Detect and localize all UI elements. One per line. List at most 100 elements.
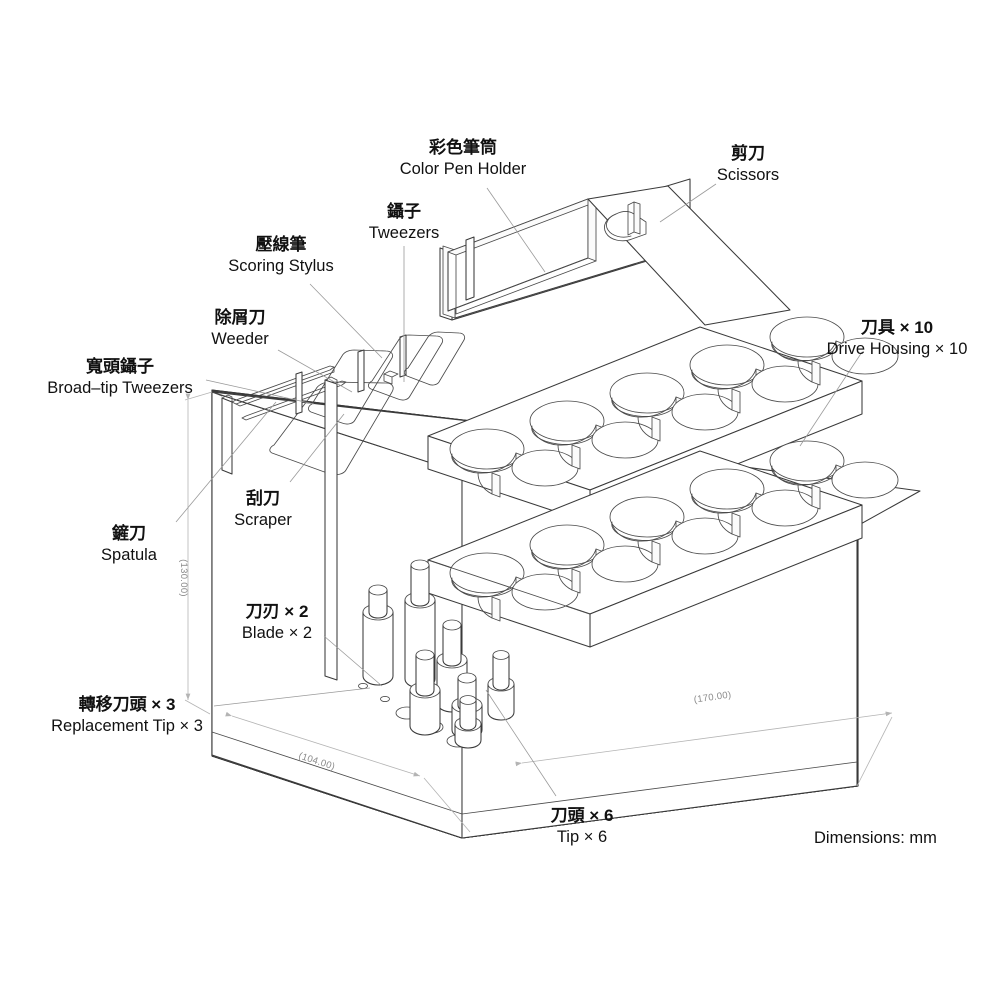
leader-scissors: [659, 183, 717, 223]
callout-label-zh: 刀頭 × 6: [550, 806, 614, 825]
penholder-divider: [465, 236, 475, 301]
leader-drive-housing: [799, 351, 863, 447]
callout-scraper: 刮刀 Scraper: [234, 488, 292, 531]
leader-scoring-stylus: [309, 283, 383, 359]
drive-housing-slot: [609, 496, 739, 566]
leader-spatula: [175, 401, 277, 523]
leader-replacement-tip: [213, 687, 371, 707]
callout-color-pen-holder: 彩色筆筒 Color Pen Holder: [400, 137, 527, 180]
callout-label-en: Color Pen Holder: [399, 159, 527, 178]
dim-height-ext-bot: [184, 699, 211, 715]
callout-label-zh: 剪刀: [731, 144, 765, 163]
tip-pin: [487, 650, 515, 721]
replacement-tip-hole: [358, 682, 368, 690]
drive-housing-slot: [689, 344, 819, 414]
callout-label-zh: 壓線筆: [255, 235, 307, 254]
drive-housing-slot: [769, 316, 899, 386]
center-divider-wall: [324, 376, 338, 681]
dim-width-arrow: [515, 711, 893, 767]
callout-weeder: 除屑刀 Weeder: [211, 307, 268, 350]
tip-pin: [409, 649, 441, 736]
callout-label-zh: 鑷子: [386, 202, 421, 221]
callout-label-zh: 彩色筆筒: [429, 138, 497, 157]
tool-slot-section: [231, 331, 466, 476]
callout-label-zh: 除屑刀: [214, 308, 266, 327]
divider-wall-long: [324, 379, 338, 681]
notch-rib: [633, 201, 641, 235]
callout-label-zh: 刀刃 × 2: [245, 602, 309, 621]
callout-label-en: Replacement Tip × 3: [51, 716, 203, 735]
color-pen-holder: [447, 198, 597, 315]
callout-label-zh: 寬頭鑷子: [86, 357, 154, 376]
drive-housing-rack: [427, 316, 899, 648]
scissors-notch: [604, 201, 647, 242]
callout-replacement-tip: 轉移刀頭 × 3 Replacement Tip × 3: [51, 694, 203, 737]
penholder-wall-end: [587, 198, 597, 262]
callout-label-zh: 刮刀: [246, 489, 280, 508]
callout-scoring-stylus: 壓線筆 Scoring Stylus: [228, 234, 333, 277]
callout-label-en: Spatula: [101, 545, 157, 564]
dim-width-ext-right: [856, 716, 893, 787]
blade-pin: [362, 584, 394, 686]
leader-broad-tip-tweezers: [205, 379, 315, 405]
slot-scraper: [269, 381, 394, 476]
dim-height-text: (130.00): [178, 559, 189, 597]
scissors-block: [587, 185, 791, 326]
dim-height-ext-top: [184, 391, 213, 401]
callout-label-en: Broad–tip Tweezers: [47, 378, 193, 397]
callout-drive-housing: 刀具 × 10 Drive Housing × 10: [827, 317, 968, 360]
callout-label-en: Scoring Stylus: [228, 256, 334, 275]
leader-color-pen-holder: [486, 187, 546, 273]
leader-scraper: [289, 413, 345, 483]
rib-2: [357, 349, 365, 393]
callout-label-zh: 刀具 × 10: [860, 318, 934, 337]
leader-blade: [323, 635, 383, 687]
callout-spatula: 鏟刀 Spatula: [101, 523, 157, 566]
blade-shaft: [410, 564, 430, 607]
blade-shaft: [368, 589, 388, 619]
drive-housing-slot: [529, 400, 659, 470]
drive-housings-back-row: [449, 316, 899, 498]
drive-housing-slot: [449, 428, 579, 498]
callout-label-en: Scraper: [234, 510, 292, 529]
leader-weeder: [277, 349, 353, 393]
dim-depth-ext-b: [423, 777, 471, 833]
drive-housing-slot: [609, 372, 739, 442]
tip-pin: [454, 695, 482, 749]
callout-label-en: Blade × 2: [241, 623, 313, 642]
deck-seam-1: [427, 559, 591, 615]
drive-housing-slot: [529, 524, 659, 594]
callout-label-en: Drive Housing × 10: [826, 339, 968, 358]
leader-lines: [175, 183, 863, 797]
dim-width-text: (170.00): [693, 689, 732, 705]
callout-label-zh: 轉移刀頭 × 3: [78, 695, 176, 714]
callout-label-en: Weeder: [211, 329, 269, 348]
callout-label-en: Tip × 6: [556, 827, 608, 846]
slot-weeder: [308, 349, 394, 425]
drive-housing-slot: [689, 468, 819, 538]
drive-housing-slot: [449, 552, 579, 622]
deck-corner: [211, 391, 223, 397]
callout-label-zh: 鏟刀: [112, 524, 146, 543]
drive-housings-front-row: [449, 440, 899, 622]
callout-tip: 刀頭 × 6 Tip × 6: [551, 805, 614, 848]
callout-label-en: Scissors: [716, 165, 780, 184]
callout-label-en: Tweezers: [368, 223, 440, 242]
leader-tip: [485, 689, 557, 797]
blade-body: [362, 611, 394, 686]
callout-tweezers: 鑷子 Tweezers: [369, 201, 440, 244]
drive-housing-slot: [769, 440, 899, 510]
dim-depth-arrow: [225, 711, 421, 777]
replacement-tip-hole: [380, 695, 390, 703]
tray-walls: [221, 394, 233, 475]
units-note: Dimensions: mm: [814, 829, 937, 847]
slot-tweezers: [404, 331, 466, 386]
rib-1: [295, 371, 303, 415]
tray-wall-left-end: [221, 397, 233, 475]
slot-step-detail: [383, 373, 393, 385]
pin-field: [358, 559, 515, 749]
callout-broad-tip-tweezers: 寬頭鑷子 Broad–tip Tweezers: [47, 356, 193, 399]
callout-blade: 刀刃 × 2 Blade × 2: [242, 601, 312, 644]
